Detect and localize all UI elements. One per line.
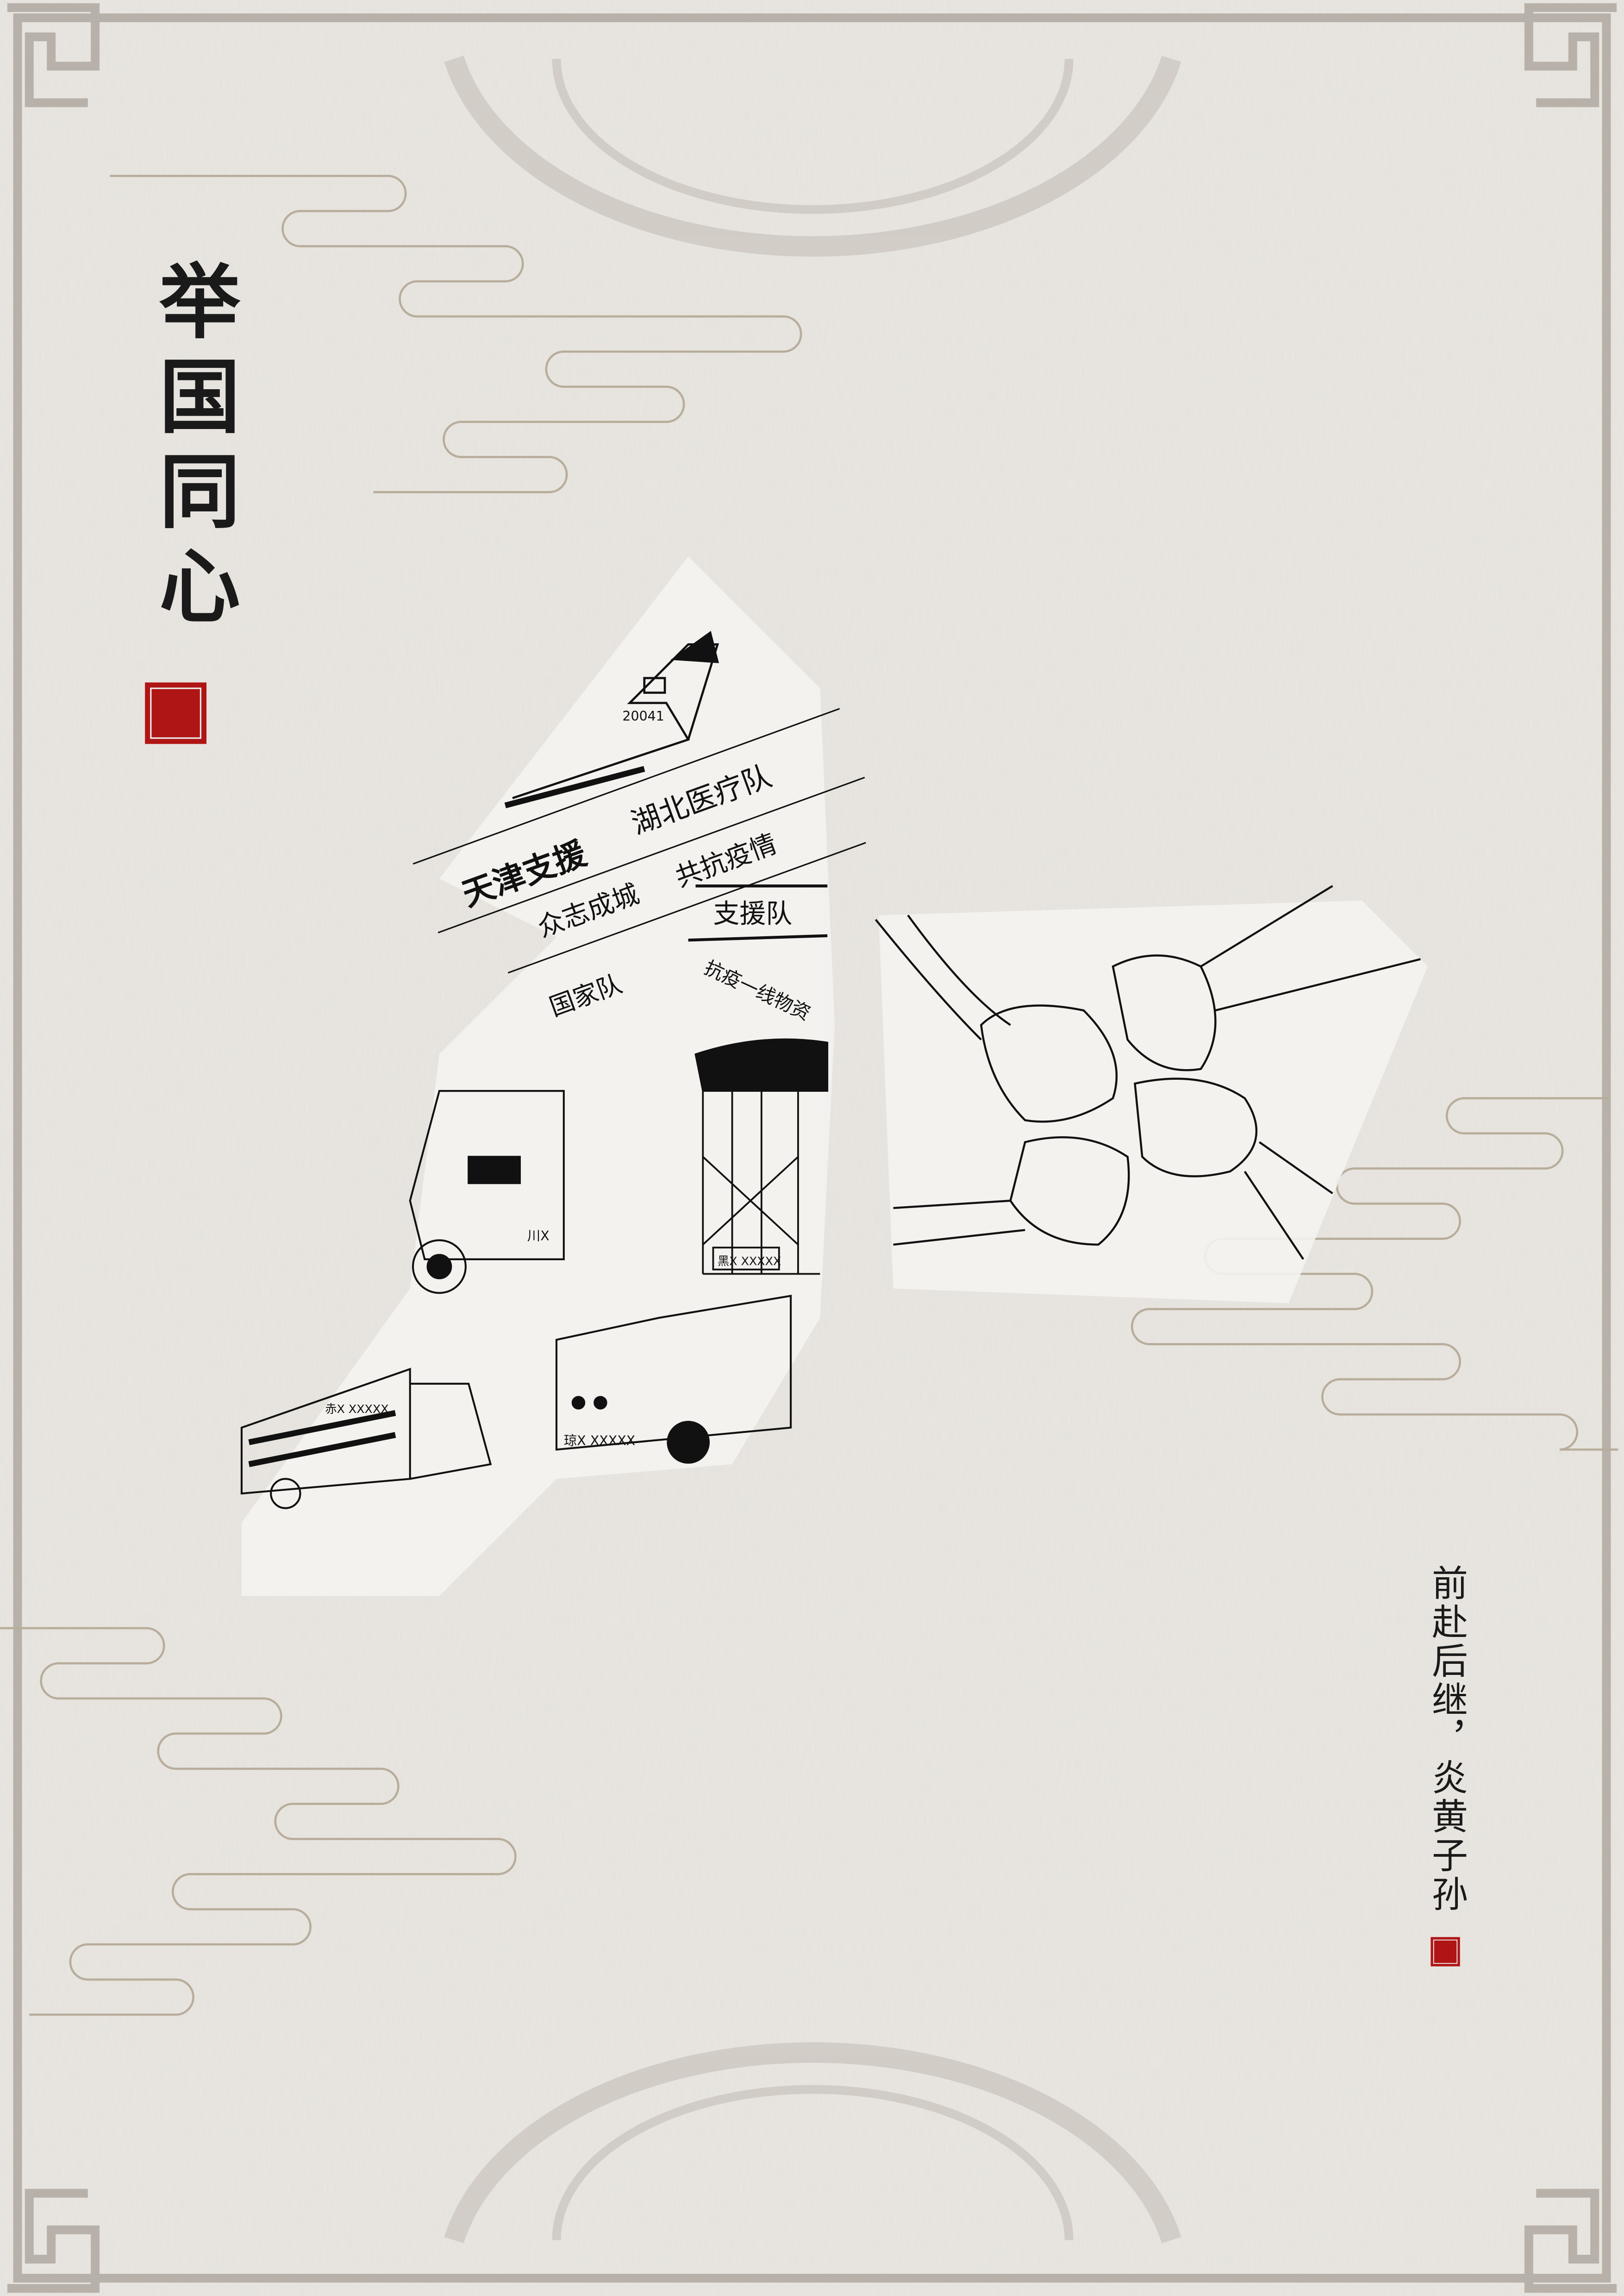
poster-slogan: 前赴后继，炎黄子孙: [1426, 1564, 1468, 1914]
plate-text: 赤X XXXXX: [325, 1402, 388, 1416]
truck-illustration: 赤X XXXXX: [240, 1368, 492, 1509]
cloud-medallion-bottom: [444, 2042, 1181, 2243]
plate-text: 黑X XXXXX: [718, 1255, 781, 1268]
cargo-pallet-illustration: 黑X XXXXX: [694, 1038, 829, 1275]
joined-hands-illustration: [874, 885, 1421, 1260]
poster-title: 举国同心: [145, 259, 240, 639]
brush-character-shape: [241, 556, 1428, 1596]
cloud-medallion-top: [444, 56, 1181, 257]
plane-illustration: 20041: [504, 631, 719, 809]
plate-text: 琼X XXXXX: [564, 1433, 635, 1449]
truck-illustration: 川X: [409, 1090, 565, 1294]
red-seal-top: [145, 682, 207, 744]
decorative-frame: [7, 3, 1617, 2293]
red-seal-bottom: [1430, 1937, 1460, 1966]
plate-text: 川X: [527, 1228, 550, 1244]
plane-number: 20041: [622, 709, 664, 724]
banner-text: 支援队: [713, 898, 792, 929]
truck-illustration: 琼X XXXXX: [555, 1294, 792, 1464]
